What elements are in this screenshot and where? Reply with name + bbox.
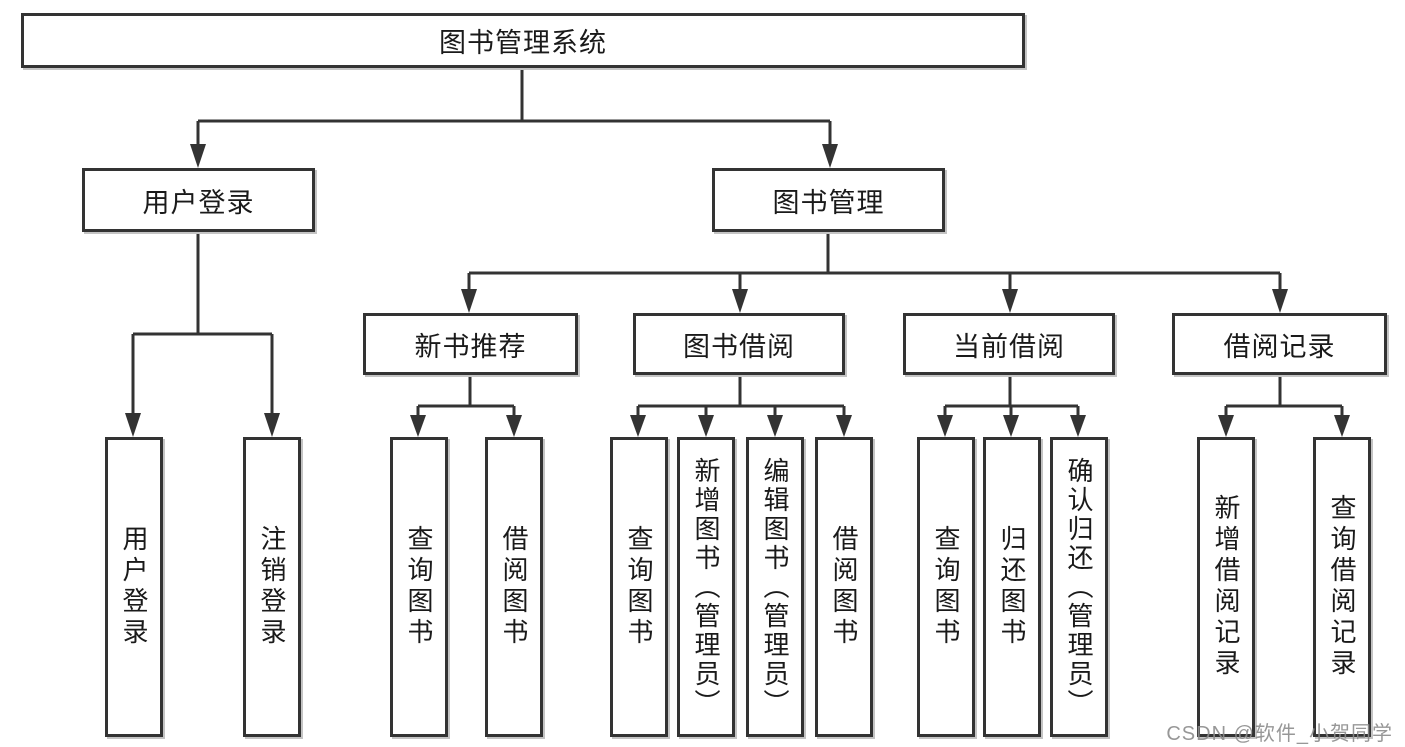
leaf-add-books-admin-label: 新增图书（管理员） <box>691 456 721 718</box>
leaf-query-borrow-record-label: 查询借阅记录 <box>1327 494 1357 680</box>
leaf-edit-books-admin-label: 编辑图书（管理员） <box>760 456 790 718</box>
leaf-query-books-borrowing-label: 查询图书 <box>624 525 654 649</box>
csdn-watermark: CSDN @软件_小贺同学 <box>1166 723 1393 745</box>
node-new-book-recommend-label: 新书推荐 <box>414 331 527 362</box>
leaf-query-books-current-label: 查询图书 <box>931 525 961 649</box>
node-library-system: 图书管理系统 <box>21 13 1025 68</box>
leaf-borrow-books-recommend-label: 借阅图书 <box>499 525 529 649</box>
node-current-borrowing: 当前借阅 <box>903 313 1115 375</box>
node-current-borrowing-label: 当前借阅 <box>953 331 1065 362</box>
leaf-edit-books-admin: 编辑图书（管理员） <box>746 437 804 737</box>
leaf-logout-login: 注销登录 <box>243 437 301 737</box>
leaf-query-books-recommend: 查询图书 <box>390 437 448 737</box>
leaf-query-borrow-record: 查询借阅记录 <box>1313 437 1371 737</box>
node-borrowing-records: 借阅记录 <box>1172 313 1387 375</box>
leaf-return-books-label: 归还图书 <box>997 525 1027 649</box>
leaf-borrow-books-recommend: 借阅图书 <box>485 437 543 737</box>
node-library-system-label: 图书管理系统 <box>439 28 607 58</box>
leaf-add-borrow-record: 新增借阅记录 <box>1197 437 1255 737</box>
leaf-borrow-books-borrowing: 借阅图书 <box>815 437 873 737</box>
leaf-query-books-current: 查询图书 <box>917 437 975 737</box>
node-borrowing-records-label: 借阅记录 <box>1223 331 1336 362</box>
node-user-login: 用户登录 <box>82 168 315 232</box>
leaf-logout-login-label: 注销登录 <box>257 525 287 649</box>
leaf-user-login-label: 用户登录 <box>119 525 149 649</box>
node-book-borrowing-label: 图书借阅 <box>683 331 795 362</box>
node-book-management-label: 图书管理 <box>772 187 885 218</box>
node-book-management: 图书管理 <box>712 168 945 232</box>
leaf-confirm-return-admin: 确认归还（管理员） <box>1050 437 1108 737</box>
node-user-login-label: 用户登录 <box>142 187 255 218</box>
leaf-user-login: 用户登录 <box>105 437 163 737</box>
leaf-confirm-return-admin-label: 确认归还（管理员） <box>1064 456 1094 718</box>
leaf-query-books-recommend-label: 查询图书 <box>404 525 434 649</box>
leaf-add-books-admin: 新增图书（管理员） <box>677 437 735 737</box>
node-book-borrowing: 图书借阅 <box>633 313 845 375</box>
node-new-book-recommend: 新书推荐 <box>363 313 578 375</box>
leaf-query-books-borrowing: 查询图书 <box>610 437 668 737</box>
leaf-add-borrow-record-label: 新增借阅记录 <box>1211 494 1241 680</box>
leaf-return-books: 归还图书 <box>983 437 1041 737</box>
leaf-borrow-books-borrowing-label: 借阅图书 <box>829 525 859 649</box>
